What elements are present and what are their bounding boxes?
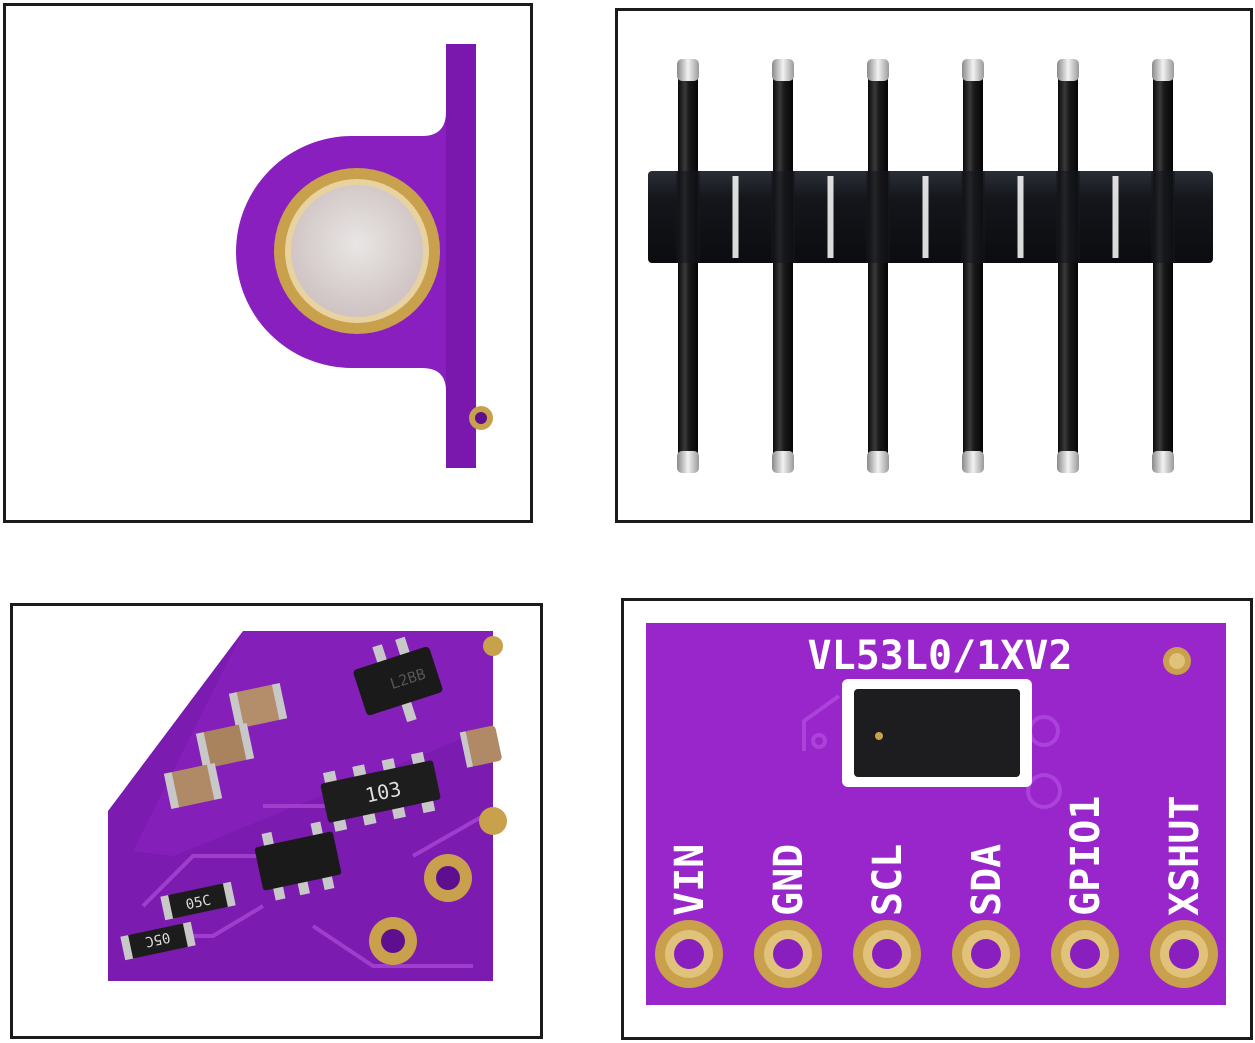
- smd-closeup-image: L2BB 103 05C: [108, 631, 507, 981]
- edge-via-hole: [475, 412, 487, 424]
- resistor-1: 05C: [160, 881, 236, 921]
- pin-tip-bottom: [962, 451, 984, 473]
- pcb-edge-shadow: [446, 44, 476, 468]
- pin-hole: [1169, 939, 1199, 969]
- mounting-pad-hole: [1169, 653, 1185, 669]
- header-segment-gap: [827, 176, 834, 258]
- photo-pin-header: [615, 8, 1253, 523]
- header-pin: [773, 66, 793, 466]
- pin-tip-top: [677, 59, 699, 81]
- pin-label-xshut: XSHUT: [1162, 796, 1208, 916]
- pin-label-scl: SCL: [865, 844, 911, 916]
- vl53l0x-board-image: VL53L0/1XV2 VIN GND SCL SDA GPIO1 XSHUT: [646, 623, 1226, 1005]
- header-pin: [1153, 66, 1173, 466]
- photo-vl53l0x-board: VL53L0/1XV2 VIN GND SCL SDA GPIO1 XSHUT: [621, 598, 1253, 1040]
- resistor-1-marking: 05C: [184, 893, 212, 914]
- header-pin: [678, 66, 698, 466]
- pin-header-image: [648, 59, 1213, 473]
- hole-center: [291, 185, 423, 317]
- pin-label-gpio1: GPIO1: [1063, 796, 1109, 916]
- header-segment-gap: [732, 176, 739, 258]
- header-segment-gap: [1112, 176, 1119, 258]
- sensor-dot: [875, 732, 883, 740]
- pin-tip-bottom: [677, 451, 699, 473]
- pin-in-body: [866, 171, 890, 263]
- pin-label-sda: SDA: [964, 844, 1010, 916]
- pin-in-body: [961, 171, 985, 263]
- pin-tip-top: [1152, 59, 1174, 81]
- resistor-2: 05C: [120, 921, 196, 961]
- transistor-sot23: L2BB: [353, 636, 443, 723]
- pin-tip-bottom: [867, 451, 889, 473]
- board-label: VL53L0/1XV2: [808, 633, 1073, 679]
- pin-hole: [773, 939, 803, 969]
- pin-in-body: [771, 171, 795, 263]
- board-pin-row: VIN GND SCL SDA GPIO1 XSHUT: [655, 796, 1218, 988]
- resistor-array: 103: [320, 751, 441, 832]
- pin-tip-bottom: [1152, 451, 1174, 473]
- pin-tip-bottom: [1057, 451, 1079, 473]
- pin-hole: [872, 939, 902, 969]
- resistor-2-marking: 05C: [144, 929, 172, 950]
- photo-smd-closeup: L2BB 103 05C: [10, 603, 543, 1039]
- pin-tip-top: [962, 59, 984, 81]
- header-pin: [963, 66, 983, 466]
- photo-mounting-hole: [3, 3, 533, 523]
- capacitors: [163, 682, 502, 810]
- gold-pads: [369, 636, 507, 965]
- pin-in-body: [1151, 171, 1175, 263]
- pin-tip-bottom: [772, 451, 794, 473]
- pin-label-vin: VIN: [667, 844, 713, 916]
- pin-hole: [971, 939, 1001, 969]
- header-segment-gap: [922, 176, 929, 258]
- pin-in-body: [676, 171, 700, 263]
- header-pin: [1058, 66, 1078, 466]
- mounting-hole-image: [236, 44, 493, 468]
- pin-label-gnd: GND: [766, 844, 812, 916]
- pin-hole: [1070, 939, 1100, 969]
- pin-tip-top: [867, 59, 889, 81]
- header-pin: [868, 66, 888, 466]
- pin-hole: [674, 939, 704, 969]
- vl53l0x-sensor: [854, 689, 1020, 777]
- pin-tip-top: [1057, 59, 1079, 81]
- header-segment-gap: [1017, 176, 1024, 258]
- pin-tip-top: [772, 59, 794, 81]
- pin-in-body: [1056, 171, 1080, 263]
- regulator-chip: [254, 821, 342, 901]
- header-pins: [648, 59, 1213, 473]
